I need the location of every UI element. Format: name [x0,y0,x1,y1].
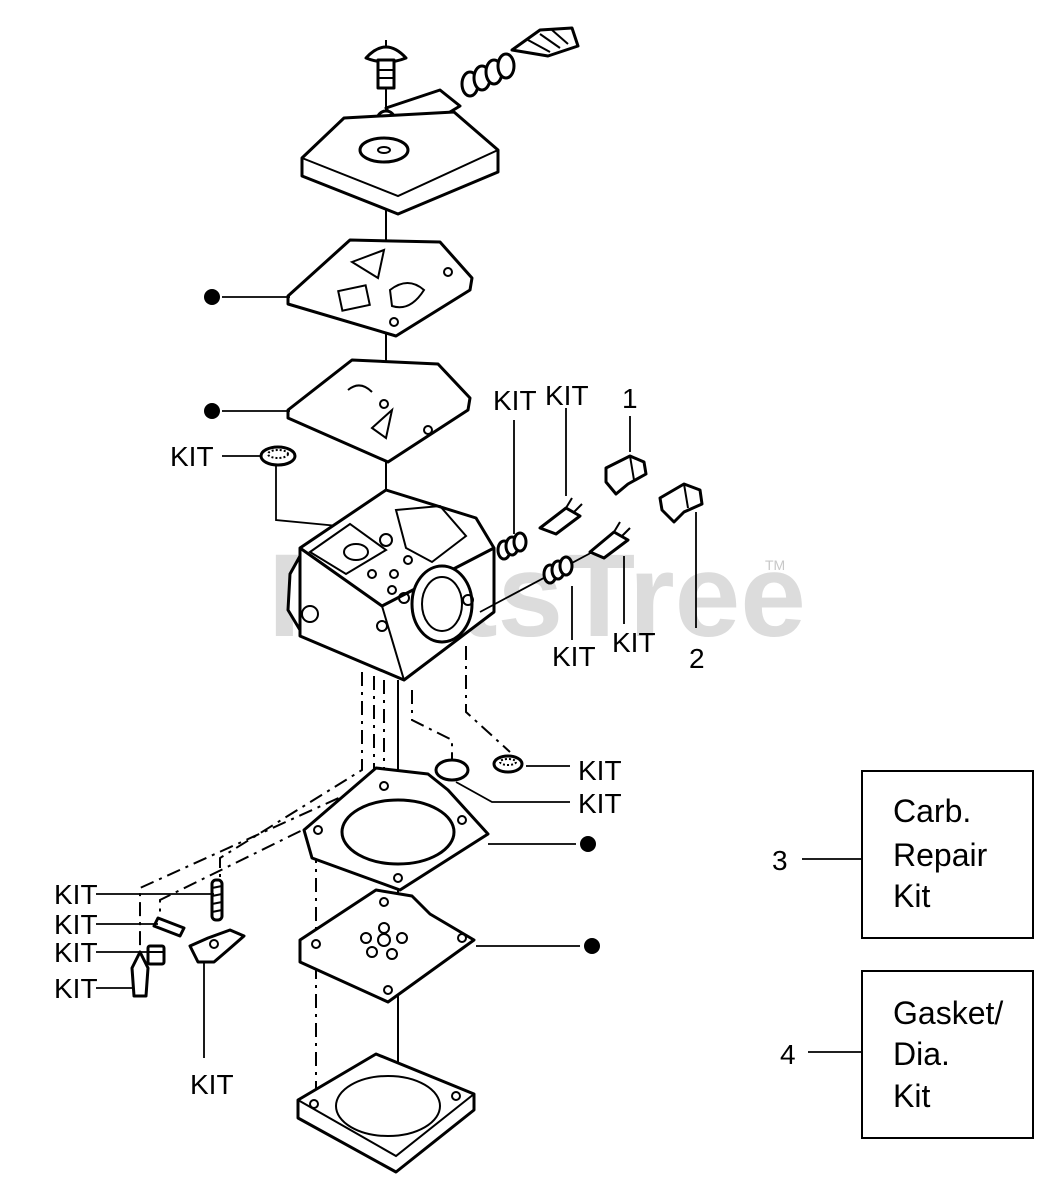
pump-diaphragm [286,358,472,464]
kit-box-line: Repair [893,837,988,873]
dashed-line [465,646,511,753]
lever-pin [152,916,186,938]
spring-lower [542,555,574,585]
ref-number: 2 [689,643,705,674]
kit-callout-carb-repair: 3 Carb. Repair Kit [772,770,1034,939]
dashed-line [411,690,453,766]
watermark-trademark: TM [765,557,785,573]
pump-gasket [286,238,474,338]
kit-box-line: Dia. [893,1036,950,1072]
kit-box-line: Gasket/ [893,995,1003,1031]
lever-screw [146,944,166,966]
kit-label: KIT [54,937,98,968]
bullet-dot [204,289,220,305]
metering-cover [296,1052,476,1174]
kit-box-line: Kit [893,878,930,914]
metering-spring [210,878,224,922]
limiter-cap-2 [658,482,704,524]
cover-screw [364,45,408,90]
kit-box [861,770,1034,939]
metering-lever [188,928,246,964]
inlet-needle [130,950,150,998]
bullet-dot [584,938,600,954]
dashed-line [139,676,375,956]
kit-label: KIT [170,441,214,472]
kit-ref-number: 4 [780,1039,796,1070]
carburetor-body [286,488,496,682]
dashed-line [219,672,363,880]
kit-box-line: Kit [893,1078,930,1114]
pump-cover [300,110,500,216]
inlet-screen [259,445,297,467]
limiter-cap-1 [604,454,648,496]
leader-line [455,781,570,803]
spring-upper [496,531,528,561]
kit-callout-gasket-diaphragm: 4 Gasket/ Dia. Kit [780,970,1034,1139]
kit-label: KIT [54,879,98,910]
needle-upper [538,497,583,536]
idle-adjust-screw [510,26,580,58]
metering-screen [492,754,524,774]
needle-lower [588,521,631,560]
metering-gasket [302,766,490,892]
dashed-line [159,680,385,928]
metering-diaphragm [298,888,476,1004]
kit-label: KIT [552,641,596,672]
kit-label: KIT [578,788,622,819]
kit-label: KIT [54,973,98,1004]
kit-label: KIT [493,385,537,416]
kit-label: KIT [545,380,589,411]
kit-ref-number: 3 [772,845,788,876]
kit-label: KIT [54,909,98,940]
ref-number: 1 [622,383,638,414]
needle-axis-line [479,547,601,613]
idle-screw-spring [460,52,516,98]
welch-plug [434,758,470,782]
bullet-dot [204,403,220,419]
kit-label: KIT [578,755,622,786]
kit-box-line: Carb. [893,793,971,829]
kit-box [861,970,1034,1139]
kit-label: KIT [190,1069,234,1100]
bullet-dot [580,836,596,852]
kit-label: KIT [612,627,656,658]
